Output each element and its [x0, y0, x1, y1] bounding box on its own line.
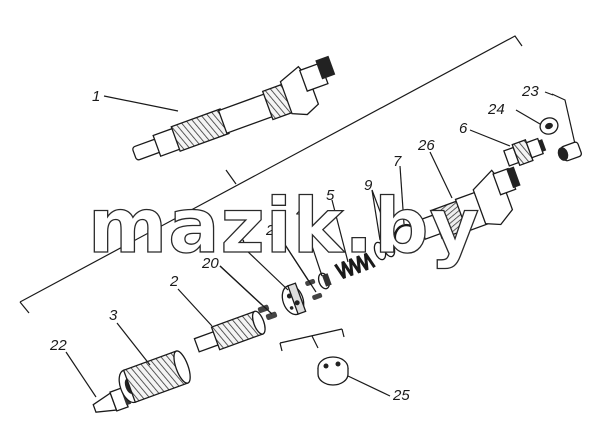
- part-7-sealing-ring: [393, 223, 421, 253]
- part-6-fitting: [503, 137, 547, 167]
- label-3: 3: [109, 307, 118, 324]
- label-1: 1: [92, 88, 100, 105]
- part-1-injector-assembly: [132, 55, 336, 161]
- part-25-spacer: [317, 356, 349, 386]
- part-labels: 1 2 3 22 20 8 21 4 5 9 7 26 6 24 23 25: [49, 83, 539, 404]
- label-20: 20: [201, 255, 219, 272]
- part-23-cap-nut: [557, 141, 582, 162]
- label-21: 21: [265, 222, 283, 239]
- label-22: 22: [49, 337, 67, 354]
- label-25: 25: [392, 387, 410, 404]
- label-4: 4: [296, 204, 304, 221]
- part-2-nozzle-body: [193, 310, 266, 353]
- part-3-nozzle-nut: [118, 350, 191, 404]
- part-24-washer: [539, 117, 559, 135]
- assembly-bracket: [19, 35, 523, 314]
- sub-bracket: [279, 328, 345, 352]
- part-26-injector-body: [417, 166, 521, 241]
- part-8-intermediate-plate: [281, 282, 307, 316]
- leader-lines: [65, 91, 554, 398]
- part-4-spring-seat: [317, 272, 332, 290]
- bracket-23: [551, 93, 576, 145]
- label-7: 7: [393, 153, 402, 170]
- label-6: 6: [459, 120, 468, 137]
- label-26: 26: [417, 137, 435, 154]
- watermark-text: mazik.by: [88, 181, 480, 270]
- label-8: 8: [236, 236, 245, 253]
- label-24: 24: [487, 101, 505, 118]
- part-9-shims: [373, 238, 396, 261]
- label-23: 23: [521, 83, 539, 100]
- part-20-dowel-pins: [257, 304, 278, 320]
- label-5: 5: [326, 187, 335, 204]
- label-2: 2: [169, 273, 179, 290]
- part-5-spring: [334, 252, 376, 279]
- label-9: 9: [364, 177, 373, 194]
